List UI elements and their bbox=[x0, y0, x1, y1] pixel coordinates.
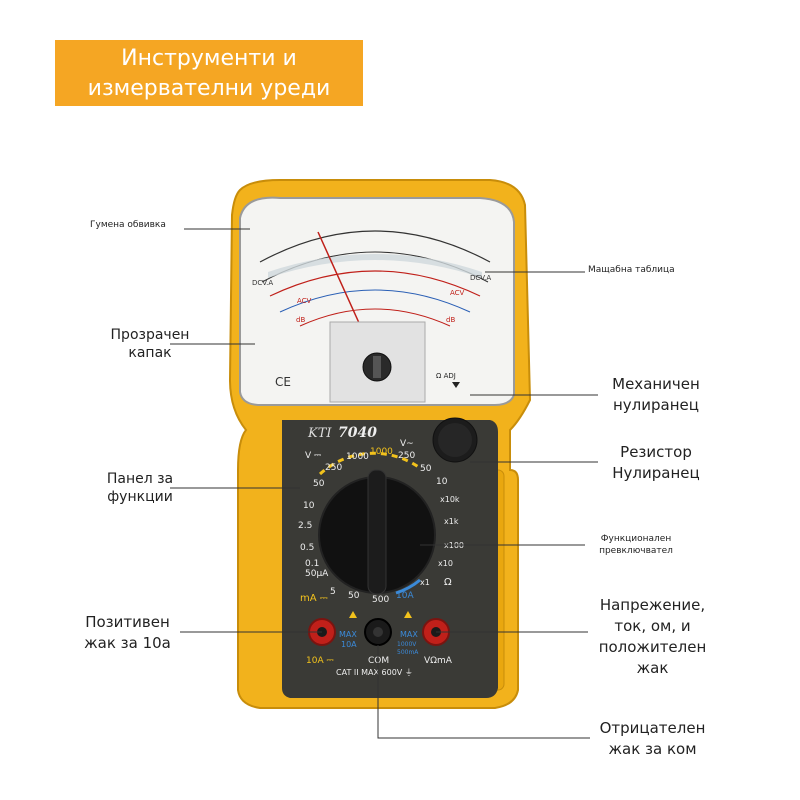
warn-left-2: 10A bbox=[341, 640, 357, 649]
title-line-1: Инструменти и bbox=[121, 46, 297, 71]
scale-dcv-right: DCV.A bbox=[470, 274, 491, 282]
warn-right-2: 1000V bbox=[397, 641, 417, 648]
label-positive-jack-2: жак за 10а bbox=[84, 634, 171, 652]
dial-label-2-5: 2.5 bbox=[298, 521, 312, 531]
dial-label-250b: 250 bbox=[398, 451, 415, 461]
warn-left-1: MAX bbox=[339, 630, 357, 639]
label-function-switch-2: превключвател bbox=[599, 546, 673, 556]
dial-label-vac: V~ bbox=[400, 439, 414, 449]
label-volt-jack-3: положителен bbox=[598, 638, 707, 656]
jack-vohm-label: VΩmA bbox=[424, 656, 453, 666]
label-negative-jack: Отрицателен жак за ком bbox=[590, 718, 715, 760]
adj-arrow bbox=[452, 382, 460, 388]
title-banner: Инструменти и измервателни уреди bbox=[55, 40, 363, 106]
jack-10a-label: 10A ⎓ bbox=[306, 656, 334, 666]
dial-label-10: 10 bbox=[436, 477, 448, 487]
label-transparent-cover-2: капак bbox=[128, 345, 172, 361]
screw-slot bbox=[373, 356, 381, 378]
label-function-switch: Функционален превключвател bbox=[586, 533, 686, 557]
dial-label-x10: x10 bbox=[438, 559, 453, 568]
scale-arc-db bbox=[279, 289, 471, 313]
warning-icon-right bbox=[404, 611, 412, 618]
dial-label-madc: mA ⎓ bbox=[300, 593, 328, 604]
warning-icon-left bbox=[349, 611, 357, 618]
warn-right-1: MAX bbox=[400, 630, 418, 639]
label-mech-zero: Механичен нулиранец bbox=[596, 374, 716, 416]
model-text: 7040 bbox=[338, 425, 377, 441]
label-volt-jack-1: Напрежение, bbox=[599, 596, 706, 614]
scale-acv-right: ACV bbox=[450, 289, 465, 297]
label-transparent-cover: Прозрачен капак bbox=[95, 326, 205, 362]
dial-label-x10k: x10k bbox=[440, 495, 460, 504]
mirror-strip bbox=[268, 254, 482, 278]
brand-text: KTI bbox=[307, 426, 332, 441]
cat-rating: CAT II MAX 600V ⏚ bbox=[336, 668, 413, 677]
dial-label-0-1: 0.1 bbox=[305, 559, 319, 569]
dial-label-50: 50 bbox=[420, 464, 432, 474]
dial-label-1000a: 1000 bbox=[346, 452, 369, 462]
label-negative-jack-1: Отрицателен bbox=[599, 719, 706, 737]
dial-pointer bbox=[367, 469, 387, 595]
scale-arc-inner bbox=[299, 308, 451, 327]
dial-label-500: 500 bbox=[372, 595, 389, 605]
warn-right-3: 500mA bbox=[397, 649, 419, 656]
label-function-panel-2: функции bbox=[107, 489, 173, 505]
label-mech-zero-2: нулиранец bbox=[613, 396, 699, 414]
label-rubber-casing: Гумена обвивка bbox=[90, 220, 166, 230]
label-function-panel-1: Панел за bbox=[106, 471, 174, 487]
ce-mark: CE bbox=[275, 375, 291, 389]
scale-db-left: dB bbox=[296, 316, 305, 324]
label-mech-zero-1: Механичен bbox=[612, 375, 700, 393]
dial-label-ohm: Ω bbox=[444, 577, 452, 588]
label-function-panel: Панел за функции bbox=[85, 470, 195, 506]
label-resistor-zero-2: Нулиранец bbox=[612, 464, 700, 482]
label-positive-jack-1: Позитивен bbox=[85, 613, 170, 631]
label-volt-jack-2: ток, ом, и bbox=[614, 617, 691, 635]
dial-label-x1k: x1k bbox=[444, 517, 459, 526]
dial-label-10a: 10A bbox=[396, 591, 414, 601]
dial-ring-yellow bbox=[318, 451, 421, 476]
jack-com-label: COM bbox=[368, 656, 389, 666]
label-scale-table: Мащабна таблица bbox=[588, 265, 675, 275]
title-line-2: измервателни уреди bbox=[87, 76, 331, 101]
label-volt-jack-4: жак bbox=[636, 659, 669, 677]
dial-label-50ua: 50μA bbox=[305, 569, 329, 579]
scale-arc-ohm bbox=[259, 230, 491, 263]
jack-com-hole bbox=[373, 627, 383, 637]
dial-label-250: 250 bbox=[325, 463, 342, 473]
dial-label-50ma: 50 bbox=[348, 591, 360, 601]
adj-label: Ω ADJ bbox=[436, 372, 456, 380]
label-resistor-zero-1: Резистор bbox=[620, 443, 692, 461]
ohm-adjust-knob-inner bbox=[438, 423, 472, 457]
dial-label-10v: 10 bbox=[303, 501, 315, 511]
label-function-switch-1: Функционален bbox=[600, 534, 672, 544]
label-transparent-cover-1: Прозрачен bbox=[110, 327, 190, 343]
scale-db-right: dB bbox=[446, 316, 455, 324]
dial-label-5: 5 bbox=[330, 587, 336, 597]
dial-label-vdc: V ⎓ bbox=[305, 451, 321, 461]
dial-label-50v: 50 bbox=[313, 479, 325, 489]
label-positive-jack-10a: Позитивен жак за 10а bbox=[70, 612, 185, 654]
dial-label-x1: x1 bbox=[420, 578, 430, 587]
label-volt-jack: Напрежение, ток, ом, и положителен жак bbox=[590, 595, 715, 679]
dial-ring-blue bbox=[395, 578, 421, 595]
scale-arc-acv bbox=[269, 270, 481, 297]
label-negative-jack-2: жак за ком bbox=[608, 740, 697, 758]
scale-dcv-left: DCV.A bbox=[252, 279, 273, 287]
dial-label-0-5: 0.5 bbox=[300, 543, 314, 553]
leader-com bbox=[377, 645, 590, 739]
dial-label-1000b: 1000 bbox=[370, 447, 393, 457]
scale-acv-left: ACV bbox=[297, 297, 312, 305]
label-resistor-zero: Резистор Нулиранец bbox=[596, 442, 716, 484]
